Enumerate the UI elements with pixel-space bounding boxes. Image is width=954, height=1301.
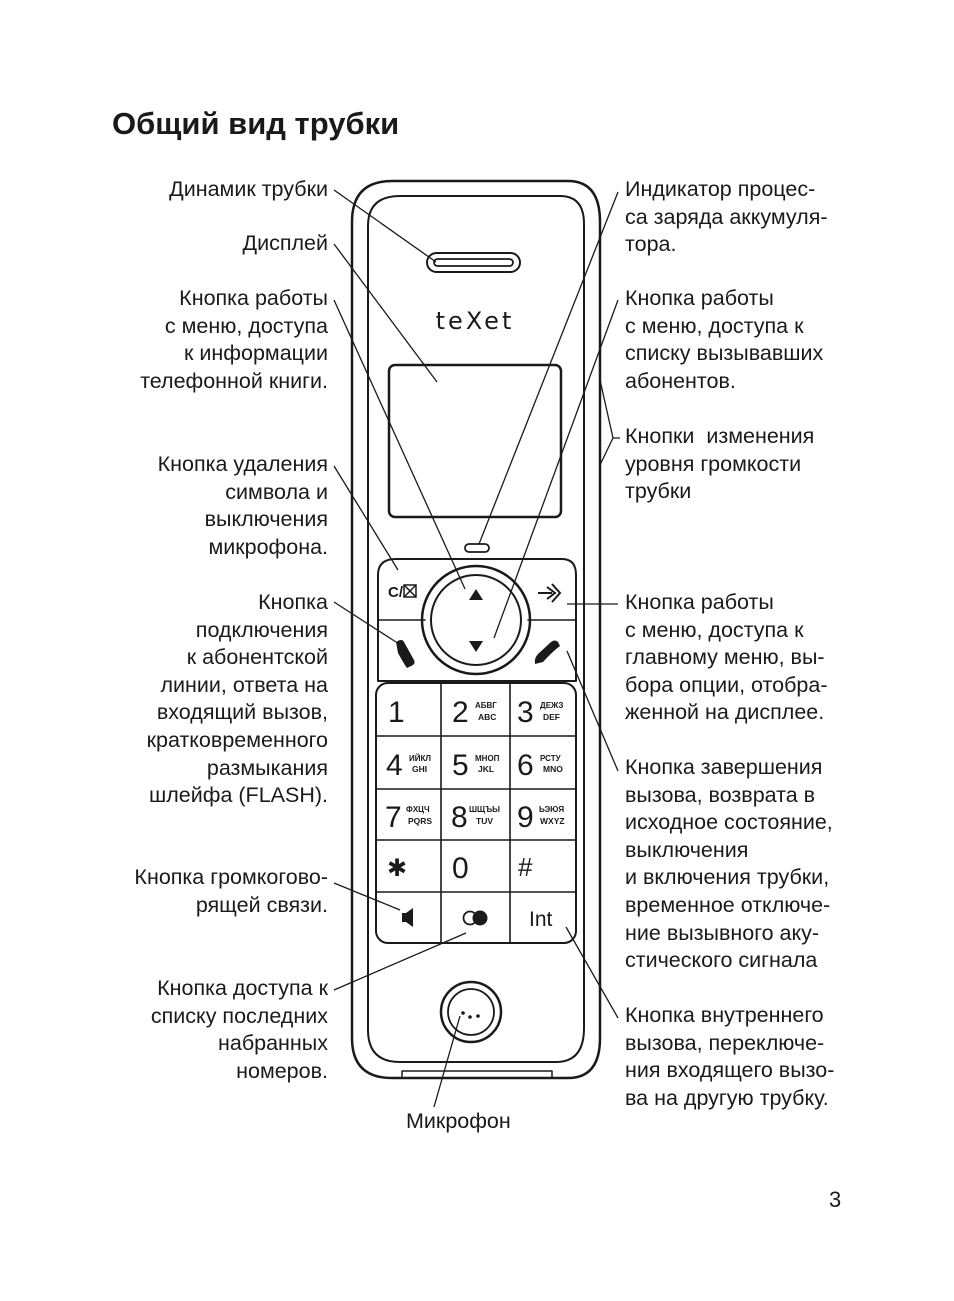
display-screen <box>387 363 563 519</box>
leader-redial <box>333 932 467 991</box>
keypad <box>375 682 577 944</box>
leader-speaker <box>333 189 437 263</box>
leader-microphone <box>433 1015 461 1108</box>
mute-icon <box>403 584 417 598</box>
label-microphone: Микрофон <box>406 1109 511 1133</box>
svg-text:ШЩЪЫ: ШЩЪЫ <box>469 805 500 814</box>
leader-display <box>333 243 438 383</box>
clear-mute-key[interactable]: C/ <box>388 584 417 601</box>
leader-volume <box>599 379 620 439</box>
leader-intercom <box>565 926 619 1019</box>
leader-end-call <box>566 650 619 772</box>
leader-speakerphone <box>333 882 401 911</box>
svg-text:МНОП: МНОП <box>475 754 500 763</box>
svg-text:ЬЭЮЯ: ЬЭЮЯ <box>539 805 564 814</box>
end-call-key[interactable] <box>534 640 560 665</box>
menu-ok-icon[interactable] <box>538 583 562 603</box>
label-speaker: Динамик трубки <box>169 177 328 201</box>
call-key[interactable] <box>396 640 415 668</box>
key-3: 3 <box>517 696 534 729</box>
key-7: 7 <box>385 801 402 834</box>
svg-text:MNO: MNO <box>543 764 563 774</box>
label-speakerphone-button: Кнопка громкогово- рящей связи. <box>134 865 328 917</box>
key-1: 1 <box>388 696 405 729</box>
svg-text:DEF: DEF <box>543 712 560 722</box>
svg-text:TUV: TUV <box>476 816 493 826</box>
page-title: Общий вид трубки <box>112 106 400 141</box>
microphone-holes-icon <box>461 1011 480 1019</box>
leader-call <box>333 601 397 643</box>
key-star: ✱ <box>387 855 407 882</box>
svg-text:ABC: ABC <box>478 712 496 722</box>
charge-indicator-led <box>464 543 490 553</box>
leader-delete <box>333 465 399 571</box>
key-2: 2 <box>452 696 469 729</box>
key-9: 9 <box>517 801 534 834</box>
label-right-menu-button: Кнопка работы с меню, доступа к списку в… <box>625 286 824 393</box>
label-charge-indicator: Индикатор процес- са заряда аккумуля- то… <box>625 177 828 257</box>
nav-ring-inner <box>430 574 522 666</box>
label-redial-button: Кнопка доступа к списку последних набран… <box>150 976 328 1083</box>
label-left-menu-button: Кнопка работы с меню, доступа к информац… <box>140 286 328 393</box>
handset-outer-body <box>350 179 602 1080</box>
speaker-icon[interactable] <box>402 908 413 927</box>
key-4: 4 <box>386 749 403 782</box>
nav-up-arrow <box>469 589 483 600</box>
page-number: 3 <box>829 1187 842 1212</box>
key-6: 6 <box>517 749 534 782</box>
earpiece-speaker <box>426 252 521 273</box>
svg-text:ИЙКЛ: ИЙКЛ <box>409 754 431 763</box>
svg-text:PQRS: PQRS <box>408 816 432 826</box>
label-delete-button: Кнопка удаления символа и выключения мик… <box>157 452 328 559</box>
key-5: 5 <box>452 749 469 782</box>
nav-panel <box>377 558 577 682</box>
nav-ring-outer <box>420 564 532 676</box>
label-display: Дисплей <box>242 231 328 255</box>
svg-text:РСТУ: РСТУ <box>540 754 562 763</box>
svg-text:GHI: GHI <box>412 764 427 774</box>
key-0: 0 <box>452 852 469 885</box>
key-8: 8 <box>451 801 468 834</box>
label-intercom-button: Кнопка внутреннего вызова, переключе- ни… <box>625 1003 835 1110</box>
leader-charge <box>478 191 619 545</box>
svg-text:JKL: JKL <box>478 764 494 774</box>
redial-icon[interactable] <box>462 910 488 926</box>
handset-bottom-notch <box>401 1070 553 1079</box>
label-call-button: Кнопка подключения к абонентской линии, … <box>146 590 328 808</box>
microphone-outer <box>439 980 503 1044</box>
key-int: Int <box>529 908 553 931</box>
label-main-menu-button: Кнопка работы с меню, доступа к главному… <box>625 590 828 725</box>
svg-text:WXYZ: WXYZ <box>540 816 565 826</box>
svg-text:ФХЦЧ: ФХЦЧ <box>406 805 430 814</box>
leader-left-menu <box>333 299 466 590</box>
leader-right-menu <box>493 299 619 639</box>
brand-logo: teXet <box>436 307 515 335</box>
phone-off-hook-icon <box>396 640 415 668</box>
key-hash: # <box>518 852 533 882</box>
label-end-call-button: Кнопка завершения вызова, возврата в исх… <box>625 755 833 973</box>
phone-hang-up-icon <box>534 640 560 664</box>
nav-down-arrow <box>469 641 483 652</box>
microphone-inner <box>447 988 495 1036</box>
label-volume-buttons: Кнопки изменения уровня громкости трубки <box>625 424 815 504</box>
svg-text:ДЕЖЗ: ДЕЖЗ <box>540 701 563 710</box>
svg-text:C/: C/ <box>388 584 404 601</box>
svg-text:АБВГ: АБВГ <box>475 701 497 710</box>
